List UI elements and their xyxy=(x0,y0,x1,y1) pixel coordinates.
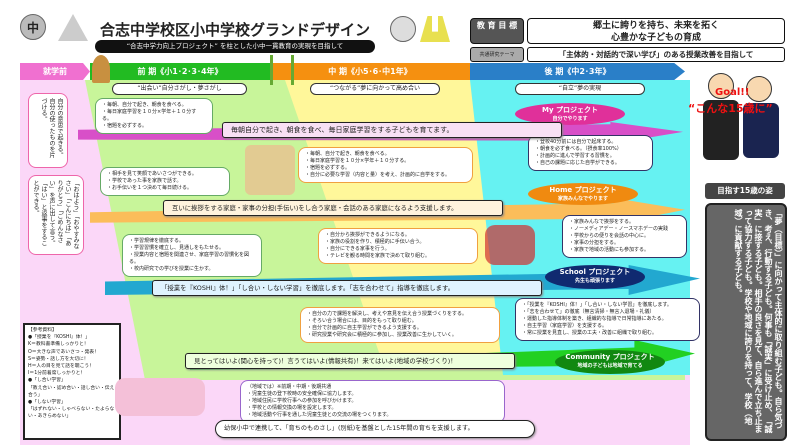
middle-school-bubble: ・自分の力で課題を解決し、考えや意見を伝え合う授業づくりをする。・そろい合う場合… xyxy=(300,307,500,343)
community-project-badge: Community プロジェクト地域の子どもは地域で育てる xyxy=(555,350,665,374)
late-home-bubble: ・家族みんなで挨拶をする。・ノーメディアデー・ノースマホデーの実践・学校からの便… xyxy=(562,215,687,258)
phase-preschool: 就学前 xyxy=(20,63,90,80)
bamboo-shoot-icon xyxy=(92,55,110,83)
community-bubble: （地域では）※前期・中期・後期共通・児童生徒の登下校時の安全確保に協力します。・… xyxy=(240,380,505,423)
junior-high-emblem: 中 xyxy=(20,14,46,40)
phase-early: 前 期《小1･2･3･4年》 xyxy=(90,63,270,80)
motto-middle: “つながる”夢に向かって高め合い xyxy=(310,83,440,95)
schoolchildren-illustration xyxy=(115,378,205,416)
target-15-label: 目指す15歳の姿 xyxy=(705,183,785,199)
cooperation-statement: 幼保小中で連携して、「育ちのものさし」(別紙)を基盤とした15年間の育ちを支援し… xyxy=(215,420,535,438)
community-project-statement: 見とってはいよ(関心を持って)！言うてはいよ(情報共有)！来てはいよ(地域の学校… xyxy=(185,353,515,369)
goal-badge: Goal!! xyxy=(715,87,750,98)
phase-late: 後 期《中2･3年》 xyxy=(470,63,685,80)
home-project-statement: 互いに挨拶をする家庭・家事の分担(手伝い)をし合う家庭・会話のある家庭になるよう… xyxy=(163,200,503,216)
students-illustration xyxy=(698,68,788,180)
subtitle: “合志中学力向上プロジェクト” を柱とした小中一貫教育の実現を目指して xyxy=(95,40,375,53)
middle-home-bubble: ・自分から挨拶ができるようになる。・家族の役割を作り、積極的に手伝い合う。・自分… xyxy=(318,228,478,264)
education-goal-label: 教 育 目 標 xyxy=(470,18,524,44)
bamboo-icon xyxy=(270,55,294,85)
students-studying-illustration xyxy=(245,145,295,195)
kids-playing-illustration xyxy=(485,225,535,265)
education-goal: 郷土に誇りを持ち、未来を拓く心豊かな子どもの育成 xyxy=(527,18,785,44)
page-title: 合志中学校区小中学校グランドデザイン xyxy=(100,21,371,39)
goal-line-2: 心豊かな子どもの育成 xyxy=(610,33,701,43)
reference-box: 【参考資料】 ●「授業を『KOSHI』体！」K＝教科書準備しっかりと！O＝大きな… xyxy=(23,323,121,440)
late-school-bubble: ・「授業を『KOSHI』体！」「し合い・しない学習」を徹底します。・「志を合わせ… xyxy=(515,298,700,341)
early-my-bubble: ・毎朝、自分で起き、朝食を食べる。・毎日家庭学習を１０分×学年＋１０分する。・宿… xyxy=(95,98,213,134)
target-15-description: 「夢（目標）」に向かって主体的に取り組む子ども。自ら気づき、考え、行動する子ども… xyxy=(705,203,787,441)
school-emblem-icon xyxy=(58,14,88,41)
middle-my-bubble: ・毎朝、自分で起き、朝食を食べる。・毎日家庭学習を１０分×学年＋１０分する。・宿… xyxy=(298,147,473,183)
home-project-badge: Home プロジェクト家族みんなでやります xyxy=(528,183,638,205)
preschool-my-note: 自分の意思で起きる。自分の使ったものを片づける。 xyxy=(28,93,68,168)
research-theme: 「主体的・対話的で深い学び」のある授業改善を目指して xyxy=(527,47,785,62)
goal-line-1: 郷土に誇りを持ち、未来を拓く xyxy=(592,21,719,31)
phase-middle: 中 期《小5･6･中1年》 xyxy=(270,63,470,80)
early-home-bubble: ・相手を見て笑顔であいさつができる。・学校であった事を家族で話す。・お手伝いを１… xyxy=(100,167,230,196)
goal-caption: “こんな15歳に” xyxy=(688,102,773,115)
school-logo-icon xyxy=(420,16,450,42)
late-my-bubble: ・登校40分前には自分で起床する。・朝食を必ず食べる。（摂食率100%）・計画的… xyxy=(528,135,653,171)
school-emblem-icon xyxy=(390,16,416,42)
school-project-statement: 「授業を『KOSHI』体！」「し合い・しない学習」を徹底します。「志を合わせて」… xyxy=(152,280,542,296)
my-project-badge: My プロジェクト自分でやります xyxy=(515,103,625,125)
motto-early: “出会い”自分さがし・夢さがし xyxy=(112,83,247,95)
early-school-bubble: ・学習規律を徹底する。・学習習慣を確立し、見通しをもたせる。・授業内容と宿題を関… xyxy=(122,234,262,277)
preschool-home-note: 「おはよう」「おやすみなさい」「こんにちは」「ありがとう」「ごめんなさい」を声に… xyxy=(28,175,84,255)
my-project-statement: 毎朝自分で起き、朝食を食べ、毎日家庭学習をする子どもを育てます。 xyxy=(222,122,562,138)
school-project-badge: School プロジェクト先生も頑張ります xyxy=(545,265,645,289)
research-theme-label: 共通研究テーマ xyxy=(470,47,524,62)
motto-late: “自立”夢の実現 xyxy=(515,83,645,95)
